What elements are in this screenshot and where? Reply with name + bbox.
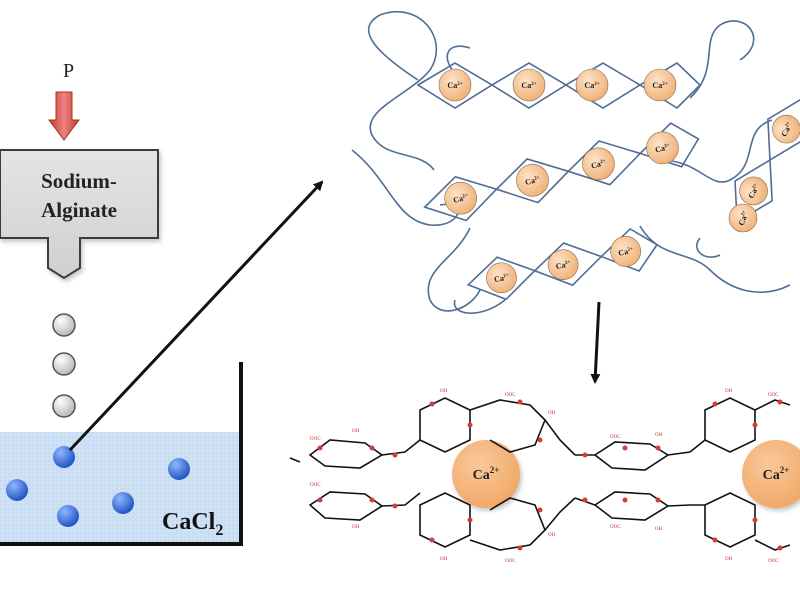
calcium-ion: Ca2+ bbox=[575, 68, 609, 102]
svg-text:Ca2+: Ca2+ bbox=[654, 142, 671, 154]
calcium-chloride-bath bbox=[0, 432, 241, 542]
svg-text:Ca2+: Ca2+ bbox=[584, 81, 599, 90]
pressure-label: P bbox=[63, 60, 74, 82]
svg-text:OOC: OOC bbox=[610, 435, 621, 440]
svg-text:Ca2+: Ca2+ bbox=[452, 192, 469, 204]
central-ion-label: Ca2+ bbox=[473, 465, 500, 483]
svg-text:Ca2+: Ca2+ bbox=[652, 81, 667, 90]
gel-bead bbox=[57, 505, 79, 527]
svg-text:OH: OH bbox=[655, 527, 663, 532]
edge-calcium-ion bbox=[742, 440, 800, 508]
gel-bead bbox=[168, 458, 190, 480]
svg-text:Ca2+: Ca2+ bbox=[590, 158, 607, 170]
calcium-ion: Ca2+ bbox=[438, 68, 472, 102]
calcium-ion: Ca2+ bbox=[739, 176, 768, 206]
svg-text:OOC: OOC bbox=[505, 559, 516, 564]
svg-text:Ca2+: Ca2+ bbox=[746, 182, 761, 200]
svg-text:OH: OH bbox=[352, 525, 360, 530]
svg-text:Ca2+: Ca2+ bbox=[493, 272, 510, 284]
svg-text:OOC: OOC bbox=[768, 559, 779, 564]
calcium-ion: Ca2+ bbox=[772, 114, 800, 144]
calcium-ion: Ca2+ bbox=[610, 236, 642, 267]
svg-text:Ca2+: Ca2+ bbox=[447, 81, 462, 90]
calcium-ion: Ca2+ bbox=[547, 249, 579, 280]
svg-text:Ca2+: Ca2+ bbox=[779, 120, 794, 138]
zoom-arrow bbox=[68, 180, 324, 452]
svg-text:OH: OH bbox=[548, 411, 556, 416]
gel-bead bbox=[112, 492, 134, 514]
svg-text:Ca2+: Ca2+ bbox=[524, 175, 541, 187]
svg-text:OH: OH bbox=[440, 557, 448, 562]
alginate-chain-row: Ca2+ Ca2+ Ca2+ Ca2+ bbox=[423, 122, 700, 222]
edge-ion-label: Ca2+ bbox=[763, 465, 790, 483]
nozzle-label-line2: Alginate bbox=[41, 198, 117, 222]
oxygen-atoms bbox=[317, 399, 783, 551]
svg-text:Ca2+: Ca2+ bbox=[617, 246, 634, 258]
egg-box-structure: Ca2+ Ca2+ bbox=[452, 440, 800, 508]
svg-text:OOC: OOC bbox=[610, 525, 621, 530]
alginate-chain-row: Ca2+ Ca2+ Ca2+ Ca2+ bbox=[416, 62, 702, 110]
svg-text:OOC: OOC bbox=[310, 483, 321, 488]
central-calcium-ion bbox=[452, 440, 520, 508]
falling-droplet bbox=[52, 313, 76, 337]
down-arrow bbox=[590, 301, 601, 384]
falling-droplet bbox=[52, 352, 76, 376]
svg-text:OH: OH bbox=[655, 433, 663, 438]
svg-text:Ca2+: Ca2+ bbox=[737, 209, 751, 226]
bath-label: CaCl2 bbox=[162, 509, 223, 539]
svg-text:OH: OH bbox=[352, 429, 360, 434]
svg-text:Ca2+: Ca2+ bbox=[555, 259, 572, 271]
svg-text:OOC: OOC bbox=[505, 393, 516, 398]
alginate-chain-row: Ca2+ Ca2+ bbox=[734, 96, 800, 224]
calcium-ion: Ca2+ bbox=[643, 68, 677, 102]
sodium-alginate-nozzle bbox=[0, 149, 159, 280]
beaker-wall bbox=[0, 362, 243, 546]
svg-text:OH: OH bbox=[440, 389, 448, 394]
falling-droplet bbox=[52, 394, 76, 418]
nozzle-label-line1: Sodium- bbox=[41, 169, 117, 193]
svg-text:OOC: OOC bbox=[310, 437, 321, 442]
svg-text:OH: OH bbox=[725, 557, 733, 562]
svg-text:Ca2+: Ca2+ bbox=[521, 81, 536, 90]
gel-bead bbox=[6, 479, 28, 501]
calcium-ion: Ca2+ bbox=[512, 68, 546, 102]
calcium-ion: Ca2+ bbox=[728, 203, 758, 233]
svg-text:OOC: OOC bbox=[768, 393, 779, 398]
calcium-ion: Ca2+ bbox=[582, 147, 615, 181]
functional-group-labels: OOC OH OOC OH OH OOC OH OOC OH OH OOC OO… bbox=[310, 389, 779, 564]
svg-text:OH: OH bbox=[725, 389, 733, 394]
calcium-ion: Ca2+ bbox=[646, 131, 679, 165]
calcium-ion: Ca2+ bbox=[444, 181, 477, 215]
pressure-arrow-icon bbox=[48, 91, 80, 141]
alginate-chain-row: Ca2+ Ca2+ Ca2+ bbox=[466, 227, 659, 301]
gel-bead bbox=[53, 446, 75, 468]
calcium-ion: Ca2+ bbox=[516, 163, 549, 197]
svg-text:OH: OH bbox=[548, 533, 556, 538]
egg-box-network: Ca2+ Ca2+ Ca2+ Ca2+ Ca2+ Ca2+ Ca2+ Ca2+ … bbox=[351, 10, 800, 314]
guluronate-rings bbox=[289, 397, 791, 551]
calcium-ion: Ca2+ bbox=[486, 262, 517, 294]
